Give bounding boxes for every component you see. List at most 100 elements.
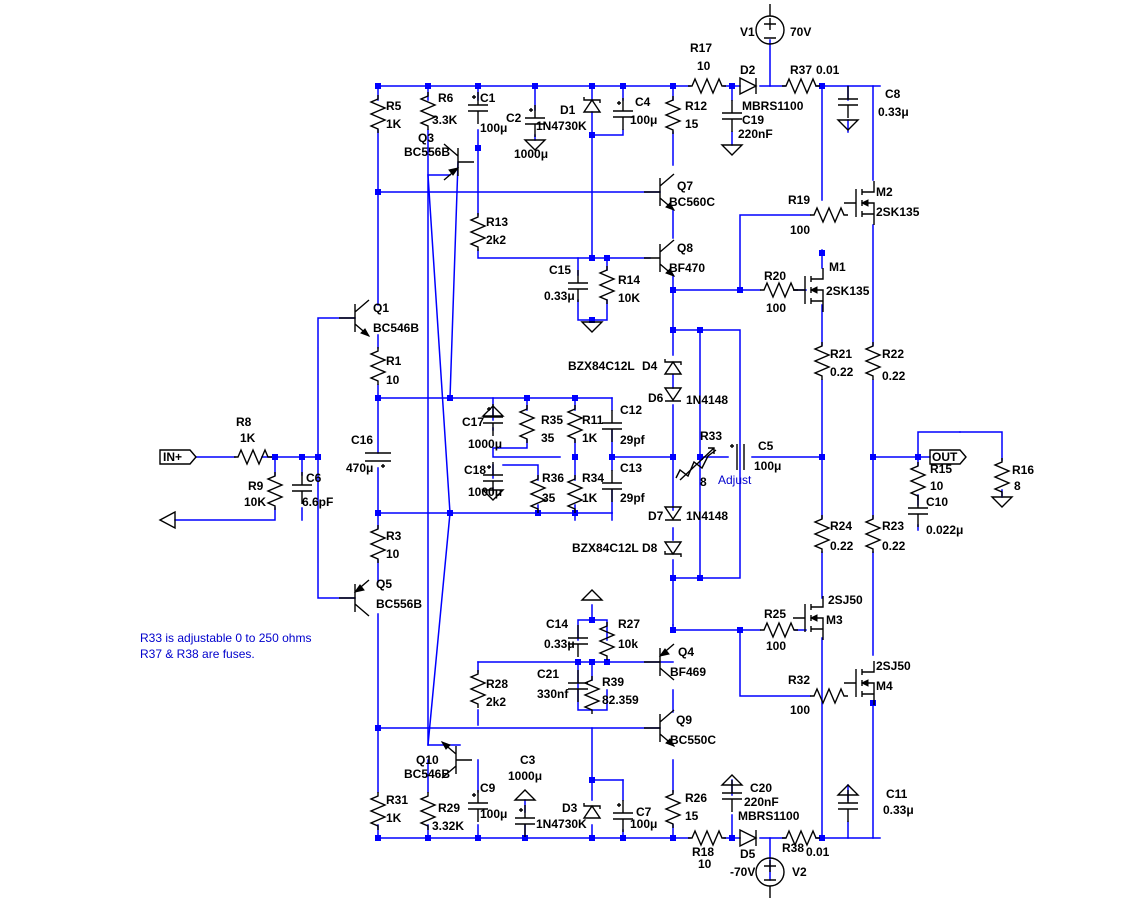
c17-value: 1000μ (468, 437, 502, 451)
m2-value: 2SK135 (876, 205, 920, 219)
d7-value: 1N4148 (686, 509, 728, 523)
r26-value: 15 (685, 809, 699, 823)
r28-value: 2k2 (486, 695, 506, 709)
components (158, 4, 1013, 898)
r1-ref: R1 (386, 354, 402, 368)
c2-value: 1000μ (514, 147, 548, 161)
r31-ref: R31 (386, 793, 408, 807)
m4-ref: M4 (876, 679, 893, 693)
v2-value: -70V (730, 865, 755, 879)
r13-ref: R13 (486, 215, 508, 229)
d7-ref: D7 (648, 509, 664, 523)
c18-ref: C18 (464, 463, 486, 477)
m1-ref: M1 (829, 260, 846, 274)
r24-ref: R24 (830, 519, 852, 533)
c3-value: 1000μ (508, 769, 542, 783)
r23-ref: R23 (882, 519, 904, 533)
r38-value: 0.01 (806, 845, 830, 859)
r26-ref: R26 (685, 791, 707, 805)
c5-capacitor (730, 444, 745, 470)
d1-value: 1N4730K (536, 119, 587, 133)
in-port (159, 449, 197, 465)
c2-ref: C2 (506, 111, 522, 125)
c1-value: 100μ (480, 121, 507, 135)
c5-value: 100μ (754, 459, 781, 473)
r9-value: 10K (244, 495, 266, 509)
d2-value: MBRS1100 (742, 99, 804, 113)
r6-ref: R6 (438, 91, 454, 105)
r5-ref: R5 (386, 99, 402, 113)
r21-ref: R21 (830, 347, 852, 361)
c16-ref: C16 (351, 433, 373, 447)
r27-ref: R27 (618, 617, 640, 631)
r19-value: 100 (790, 223, 810, 237)
r31-value: 1K (386, 811, 402, 825)
r22-value: 0.22 (882, 369, 906, 383)
r33-adjustable-resistor (675, 447, 717, 481)
r15-ref: R15 (930, 462, 952, 476)
d5-value: MBRS1100 (738, 809, 800, 823)
r32-value: 100 (790, 703, 810, 717)
d5-ref: D5 (740, 847, 756, 861)
note-fuses: R37 & R38 are fuses. (140, 647, 255, 661)
r17-value: 10 (697, 59, 711, 73)
c16-value: 470μ (346, 461, 373, 475)
c5-ref: C5 (758, 439, 774, 453)
c7-ref: C7 (636, 805, 652, 819)
c18-value: 1000μ (468, 485, 502, 499)
q1-value: BC546B (373, 321, 419, 335)
c8-value: 0.33μ (878, 105, 909, 119)
q5-ref: Q5 (376, 577, 392, 591)
q8-value: BF470 (669, 261, 705, 275)
m3-ref: M3 (826, 613, 843, 627)
c11-ref: C11 (886, 787, 908, 801)
d3-ref: D3 (562, 801, 578, 815)
c12-value: 29pf (620, 433, 646, 447)
v1-voltage-source (755, 4, 785, 45)
r16-ref: R16 (1012, 463, 1034, 477)
c7-value: 100μ (630, 817, 657, 831)
v1-value: 70V (790, 25, 811, 39)
r20-ref: R20 (764, 269, 786, 283)
q8-ref: Q8 (677, 241, 693, 255)
r36-ref: R36 (542, 471, 564, 485)
r9-ref: R9 (248, 479, 264, 493)
input-port-label: IN+ (163, 450, 182, 464)
q7-value: BC560C (669, 195, 715, 209)
q9-ref: Q9 (676, 713, 692, 727)
q4-value: BF469 (670, 665, 706, 679)
c1-ref: C1 (480, 91, 496, 105)
c19-value: 220nF (738, 127, 773, 141)
c3-ref: C3 (520, 753, 536, 767)
r18-ref: R18 (692, 845, 714, 859)
r25-ref: R25 (764, 607, 786, 621)
q5-value: BC556B (376, 597, 422, 611)
q3-value: BC556B (404, 145, 450, 159)
c20-ref: C20 (750, 781, 772, 795)
r32-ref: R32 (788, 673, 810, 687)
v2-voltage-source (755, 857, 785, 898)
d4-value: BZX84C12L (568, 359, 635, 373)
d3-value: 1N4730K (536, 817, 587, 831)
d8-ref: D8 (642, 541, 658, 555)
r29-ref: R29 (438, 801, 460, 815)
r19-ref: R19 (788, 193, 810, 207)
q9-value: BC550C (670, 733, 716, 747)
r14-value: 10K (618, 291, 640, 305)
c19-ref: C19 (742, 113, 764, 127)
c15-value: 0.33μ (544, 289, 575, 303)
note-r33: R33 is adjustable 0 to 250 ohms (140, 631, 311, 645)
c20-value: 220nF (744, 795, 779, 809)
r39-value: 82.359 (602, 693, 639, 707)
c9-value: 100μ (480, 807, 507, 821)
r3-value: 10 (386, 547, 400, 561)
r34-value: 1K (582, 491, 598, 505)
out-port (929, 449, 967, 465)
r12-value: 15 (685, 117, 699, 131)
r21-value: 0.22 (830, 365, 854, 379)
r22-ref: R22 (882, 347, 904, 361)
c12-ref: C12 (620, 403, 642, 417)
d5-diode (739, 828, 758, 848)
r13-value: 2k2 (486, 233, 506, 247)
r1-value: 10 (386, 373, 400, 387)
